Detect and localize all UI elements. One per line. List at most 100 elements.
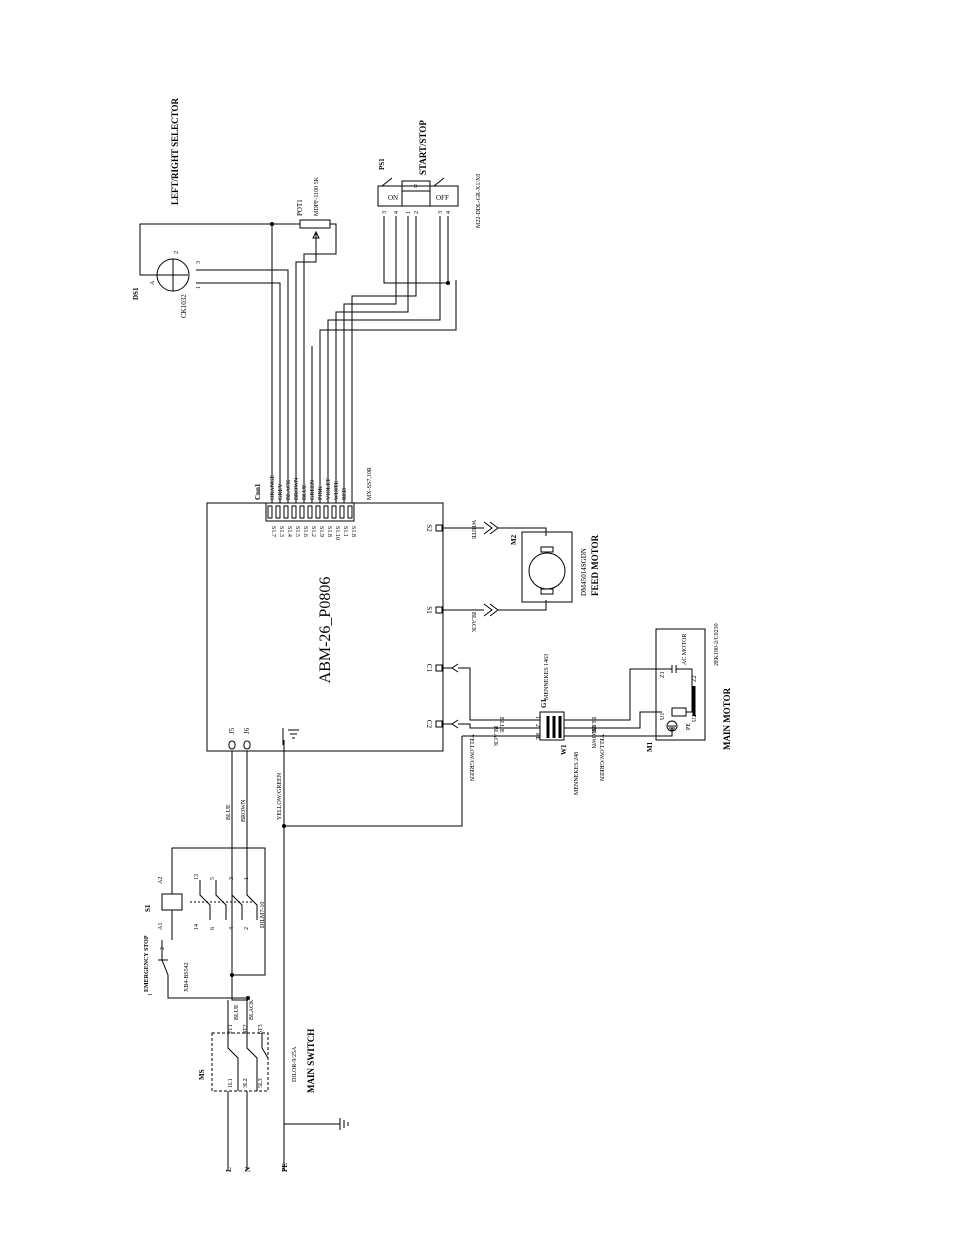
feed-plug-black-icon	[483, 603, 499, 617]
motor-pin-pe: PE	[534, 733, 540, 740]
wire-yg-board-label: YELLOW/GREEN	[468, 734, 474, 782]
main-motor-title: MAIN MOTOR	[722, 687, 732, 750]
connector-g1-w1-block	[539, 711, 565, 741]
pot-body	[299, 219, 331, 229]
terminal-s1-label: S1	[425, 606, 433, 614]
start-stop-designator: PS1	[378, 158, 386, 170]
wire-motor-black-board	[458, 723, 540, 729]
contactor-pole-pin: 3	[229, 877, 235, 880]
terminal-s2	[435, 524, 443, 532]
terminal-j6	[243, 740, 251, 750]
contactor-part: DILM7-10	[260, 902, 266, 928]
start-stop-terminal: 2	[414, 211, 420, 214]
wire-supply-yg-label: YELLOW/GREEN	[277, 772, 283, 820]
motor-terminal-z1: Z1	[660, 671, 666, 678]
estop-pin: 2	[160, 947, 166, 950]
wire-start-stop-link	[383, 216, 448, 284]
selector-title: LEFT/RIGHT SELECTOR	[170, 98, 180, 205]
ms-wire-blue-label: BLUE	[234, 1004, 240, 1020]
terminal-c1-label: C1	[425, 664, 433, 673]
contactor-coil-pin: A1	[158, 923, 164, 930]
main-motor-part: 2EK180-2/C0230	[714, 623, 720, 666]
connector-pin	[315, 505, 321, 519]
connector-pin-label: S1.5	[294, 526, 300, 537]
wire-black	[196, 269, 289, 503]
selector-part: CK1032	[180, 294, 188, 318]
connector-pin	[307, 505, 313, 519]
connector-wire-label: BLACK	[286, 479, 292, 500]
connector-wire-label: VIOLET	[326, 478, 332, 500]
wire-brown	[295, 232, 317, 503]
motor-terminal-pe: PE	[686, 723, 692, 730]
motor-terminal-u1: U1	[660, 713, 666, 720]
junction-estop-main	[246, 996, 250, 1000]
start-stop-body	[377, 185, 459, 207]
earth-ground-icon	[284, 1118, 349, 1130]
motor-pin-1: 1	[534, 716, 540, 719]
contactor-pole-pin: 4	[229, 927, 235, 930]
wire-yg-motor-label: YELLOW/GREEN	[598, 734, 604, 782]
connector-wire-label: RED	[342, 487, 348, 500]
connector-g1-part: MENNEKES 1463	[544, 654, 550, 700]
motor-pin-2: 2	[534, 724, 540, 727]
feed-wire-white-label: WHITE	[470, 520, 476, 540]
feed-motor-title: FEED MOTOR	[590, 534, 600, 596]
pot-designator: POT1	[296, 199, 304, 216]
wire-motor-blue	[564, 668, 662, 721]
connector-wire-label: WHITE	[334, 480, 340, 500]
contactor-pole-pin: 2	[244, 927, 250, 930]
terminal-s1	[435, 606, 443, 614]
selector-pin-1: 1	[196, 286, 202, 289]
left-right-selector: A 1 2 3 DS1 CK1032 LEFT/RIGHT SELECTOR	[132, 98, 202, 318]
estop-pin: 1	[148, 993, 154, 996]
start-stop-title: START/STOP	[418, 120, 428, 175]
board-name: ABM-26_P0806	[317, 577, 334, 684]
junction-estop-blue	[230, 973, 234, 977]
plug-c1-icon	[442, 663, 459, 673]
contactor-pole-pin: 5	[210, 877, 216, 880]
potentiometer: POT1 MDPF-1100 5K	[296, 176, 331, 239]
feed-motor-part: DM45014SGDN	[580, 548, 588, 596]
contactor-pole-pin: 14	[194, 924, 200, 930]
connector-pin	[347, 505, 353, 519]
main-switch-designator: MS	[198, 1069, 206, 1080]
wire-blue-board-label: BLUE	[498, 717, 504, 733]
terminal-j5-label: J5	[228, 727, 236, 734]
feed-motor-armature	[528, 552, 566, 590]
connector-g1-w1-pins-icon	[546, 716, 562, 738]
selector-contacts-icon	[158, 259, 188, 291]
start-stop-part: M22-DDL-GR-X1/X0	[476, 174, 482, 228]
connector-pin	[331, 505, 337, 519]
connector-cnn1-part: MX-SS7,10R	[367, 467, 373, 500]
connector-pin-label: S1.3	[278, 526, 284, 537]
connector-pin-label: S1.8	[326, 526, 332, 537]
connector-cnn1-housing	[265, 502, 355, 522]
wire-grey	[196, 282, 281, 503]
mains-n-label: N	[244, 1167, 252, 1172]
start-stop-terminal: 3	[438, 211, 444, 214]
wire-motor-blue-board	[458, 667, 540, 721]
contactor-pole-pin: 13	[194, 874, 200, 880]
terminal-s2-label: S2	[425, 524, 433, 532]
contactor-poles-icon	[199, 880, 258, 920]
main-motor: BLUE BLACK YELLOW/GREEN 1 2 PE G1 MENNEK…	[442, 623, 732, 795]
wire-supply-brown-label: BROWN	[241, 799, 247, 822]
start-stop-centre-box	[401, 180, 431, 192]
pot-wiper-icon	[312, 230, 320, 239]
estop-part: XB4-BS542	[184, 962, 190, 992]
wire-selector-a	[139, 223, 272, 276]
connector-wire-label: GREY	[278, 483, 284, 500]
connector-pin-label: S1.2	[310, 526, 316, 537]
ms-top-3l2: 3L2	[243, 1078, 249, 1088]
contactor-pole-pin: 6	[210, 927, 216, 930]
motor-pe-ground-icon	[666, 720, 678, 732]
feed-motor-leads	[498, 527, 547, 611]
connector-pin	[275, 505, 281, 519]
contactor-coil-pin: A2	[158, 877, 164, 884]
connector-pin-label: S1.1	[342, 526, 348, 537]
wire-blue-motor-label: BLUE	[590, 717, 596, 733]
ms-bottom-6t3: 6T3	[258, 1024, 264, 1034]
